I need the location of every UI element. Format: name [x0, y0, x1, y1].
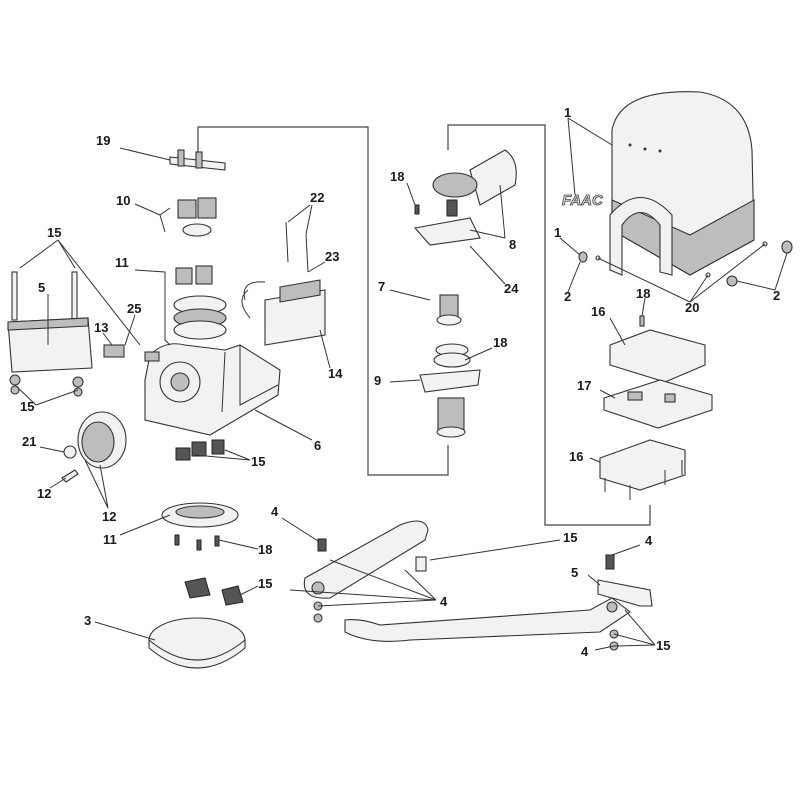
label-19: 19: [96, 133, 110, 148]
label-4: 4: [645, 533, 653, 548]
short-arm-part: [303, 520, 429, 623]
label-11: 11: [115, 255, 129, 270]
label-16: 16: [569, 449, 583, 464]
label-21: 21: [22, 434, 36, 449]
gearbox-part: [419, 343, 481, 438]
label-5: 5: [38, 280, 45, 295]
board-support-part: [599, 439, 686, 500]
label-18: 18: [390, 169, 404, 184]
label-7: 7: [378, 279, 385, 294]
label-3: 3: [84, 613, 91, 628]
label-18: 18: [493, 335, 507, 350]
label-2: 2: [564, 289, 571, 304]
label-12: 12: [37, 486, 51, 501]
group-frame-left: [197, 126, 449, 476]
label-2: 2: [773, 288, 780, 303]
label-1: 1: [554, 225, 561, 240]
label-8: 8: [509, 237, 516, 252]
label-1: 1: [564, 105, 571, 120]
group-frame-right: [447, 124, 651, 526]
label-15: 15: [251, 454, 265, 469]
label-12: 12: [102, 509, 116, 524]
label-24: 24: [504, 281, 519, 296]
label-16: 16: [591, 304, 605, 319]
label-23: 23: [325, 249, 339, 264]
label-20: 20: [685, 300, 699, 315]
faac-logo: FAAC: [562, 192, 604, 209]
label-15: 15: [47, 225, 61, 240]
label-5: 5: [571, 565, 578, 580]
label-22: 22: [310, 190, 324, 205]
label-10: 10: [116, 193, 130, 208]
label-6: 6: [314, 438, 321, 453]
label-4: 4: [440, 594, 448, 609]
pins-part: [285, 221, 309, 273]
label-15: 15: [20, 399, 34, 414]
label-11: 11: [103, 532, 117, 547]
spring-gear-part: [436, 294, 462, 326]
gate-bracket-part: [597, 554, 653, 607]
motor-part: [413, 149, 517, 246]
nuts-part: [9, 344, 225, 461]
label-4: 4: [271, 504, 279, 519]
clips-part: [184, 577, 244, 606]
cover-part: [609, 91, 755, 276]
label-18: 18: [258, 542, 272, 557]
control-board-part: [603, 379, 713, 429]
label-25: 25: [127, 301, 141, 316]
label-15: 15: [656, 638, 670, 653]
label-15: 15: [258, 576, 272, 591]
label-17: 17: [577, 378, 591, 393]
release-knob-part: [61, 411, 127, 483]
label-13: 13: [94, 320, 108, 335]
bottom-cover-part: [148, 617, 246, 669]
shaft-part: [169, 149, 226, 171]
label-14: 14: [328, 366, 343, 381]
leader-lines: [14, 117, 788, 651]
label-15: 15: [563, 530, 577, 545]
label-9: 9: [374, 373, 381, 388]
mounting-plate-part: [7, 271, 93, 373]
part-number-labels: 19 10 22 23 15 11 5 25 13 14 15 6 21 15 …: [20, 105, 780, 659]
board-cover-part: [609, 315, 706, 383]
gears-part: [173, 197, 227, 340]
transformer-part: [241, 279, 326, 346]
label-4: 4: [581, 644, 589, 659]
label-18: 18: [636, 286, 650, 301]
long-arm-part: [344, 597, 631, 651]
ring-part: [161, 502, 239, 551]
base-housing-part: [144, 343, 281, 436]
